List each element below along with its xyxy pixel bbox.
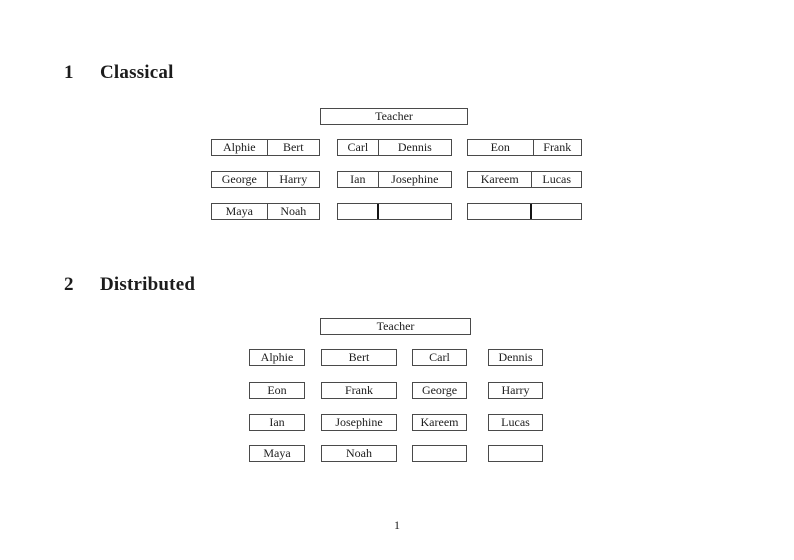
section-title: Classical (100, 62, 174, 83)
desk-maya: Maya (249, 445, 305, 462)
desk-ian-josephine: Ian Josephine (337, 171, 452, 188)
seat-name: Lucas (501, 415, 530, 429)
desk-alphie-bert: Alphie Bert (211, 139, 320, 156)
desk-harry: Harry (488, 382, 543, 399)
seat-empty (489, 446, 542, 461)
section-title: Distributed (100, 274, 196, 295)
desk-lucas: Lucas (488, 414, 543, 431)
desk-frank: Frank (321, 382, 397, 399)
seat-name: Bert (348, 350, 370, 364)
desk-alphie: Alphie (249, 349, 305, 366)
desk-kareem-lucas: Kareem Lucas (467, 171, 582, 188)
seat-name-left: Ian (338, 172, 379, 187)
seat-name-right: Lucas (542, 172, 572, 186)
seat-empty (413, 446, 466, 461)
section-number: 2 (64, 274, 74, 295)
seat-name-right: Bert (282, 140, 304, 154)
desk-carl-dennis: Carl Dennis (337, 139, 452, 156)
desk-josephine: Josephine (321, 414, 397, 431)
seat-name: Frank (345, 383, 373, 397)
seat-name-left: Maya (212, 204, 268, 219)
teacher-label: Teacher (376, 319, 415, 333)
seat-name: Alphie (260, 350, 294, 364)
seat-name: Josephine (335, 415, 383, 429)
seat-name: Carl (429, 350, 450, 364)
teacher-label: Teacher (375, 109, 413, 123)
seat-name-left: Alphie (212, 140, 268, 155)
section-heading-distributed: 2 Distributed (64, 274, 195, 296)
desk-eon: Eon (249, 382, 305, 399)
desk-ian: Ian (249, 414, 305, 431)
desk-empty-2 (488, 445, 543, 462)
seat-empty-right (379, 204, 451, 219)
seat-name-right: Josephine (391, 172, 439, 186)
desk-dennis: Dennis (488, 349, 543, 366)
desk-bert: Bert (321, 349, 397, 366)
desk-george: George (412, 382, 467, 399)
desk-george-harry: George Harry (211, 171, 320, 188)
section-heading-classical: 1 Classical (64, 62, 174, 84)
teacher-box-classical: Teacher (320, 108, 468, 125)
desk-eon-frank: Eon Frank (467, 139, 582, 156)
seat-name-left: George (212, 172, 268, 187)
seat-name: Kareem (420, 415, 459, 429)
seat-name-left: Kareem (468, 172, 533, 187)
seat-name: Ian (269, 415, 285, 429)
section-number: 1 (64, 62, 74, 83)
seat-name: Maya (263, 446, 291, 460)
desk-empty-right (467, 203, 582, 220)
seat-name-right: Harry (279, 172, 308, 186)
desk-kareem: Kareem (412, 414, 467, 431)
desk-maya-noah: Maya Noah (211, 203, 320, 220)
seat-name-right: Noah (280, 204, 307, 218)
desk-carl: Carl (412, 349, 467, 366)
desk-empty-middle (337, 203, 452, 220)
seat-name: Harry (501, 383, 530, 397)
seat-empty-left (468, 204, 533, 219)
seat-name-left: Eon (468, 140, 534, 155)
desk-empty-1 (412, 445, 467, 462)
seat-name: Eon (267, 383, 287, 397)
seat-name-right: Dennis (397, 140, 432, 154)
desk-noah: Noah (321, 445, 397, 462)
seat-empty-right (532, 204, 581, 219)
seat-name-right: Frank (543, 140, 572, 154)
page-number: 1 (394, 518, 400, 532)
seat-empty-left (338, 204, 379, 219)
seat-name-left: Carl (338, 140, 379, 155)
teacher-box-distributed: Teacher (320, 318, 471, 335)
seat-name: George (421, 383, 458, 397)
seat-name: Dennis (498, 350, 533, 364)
seat-name: Noah (346, 446, 372, 460)
